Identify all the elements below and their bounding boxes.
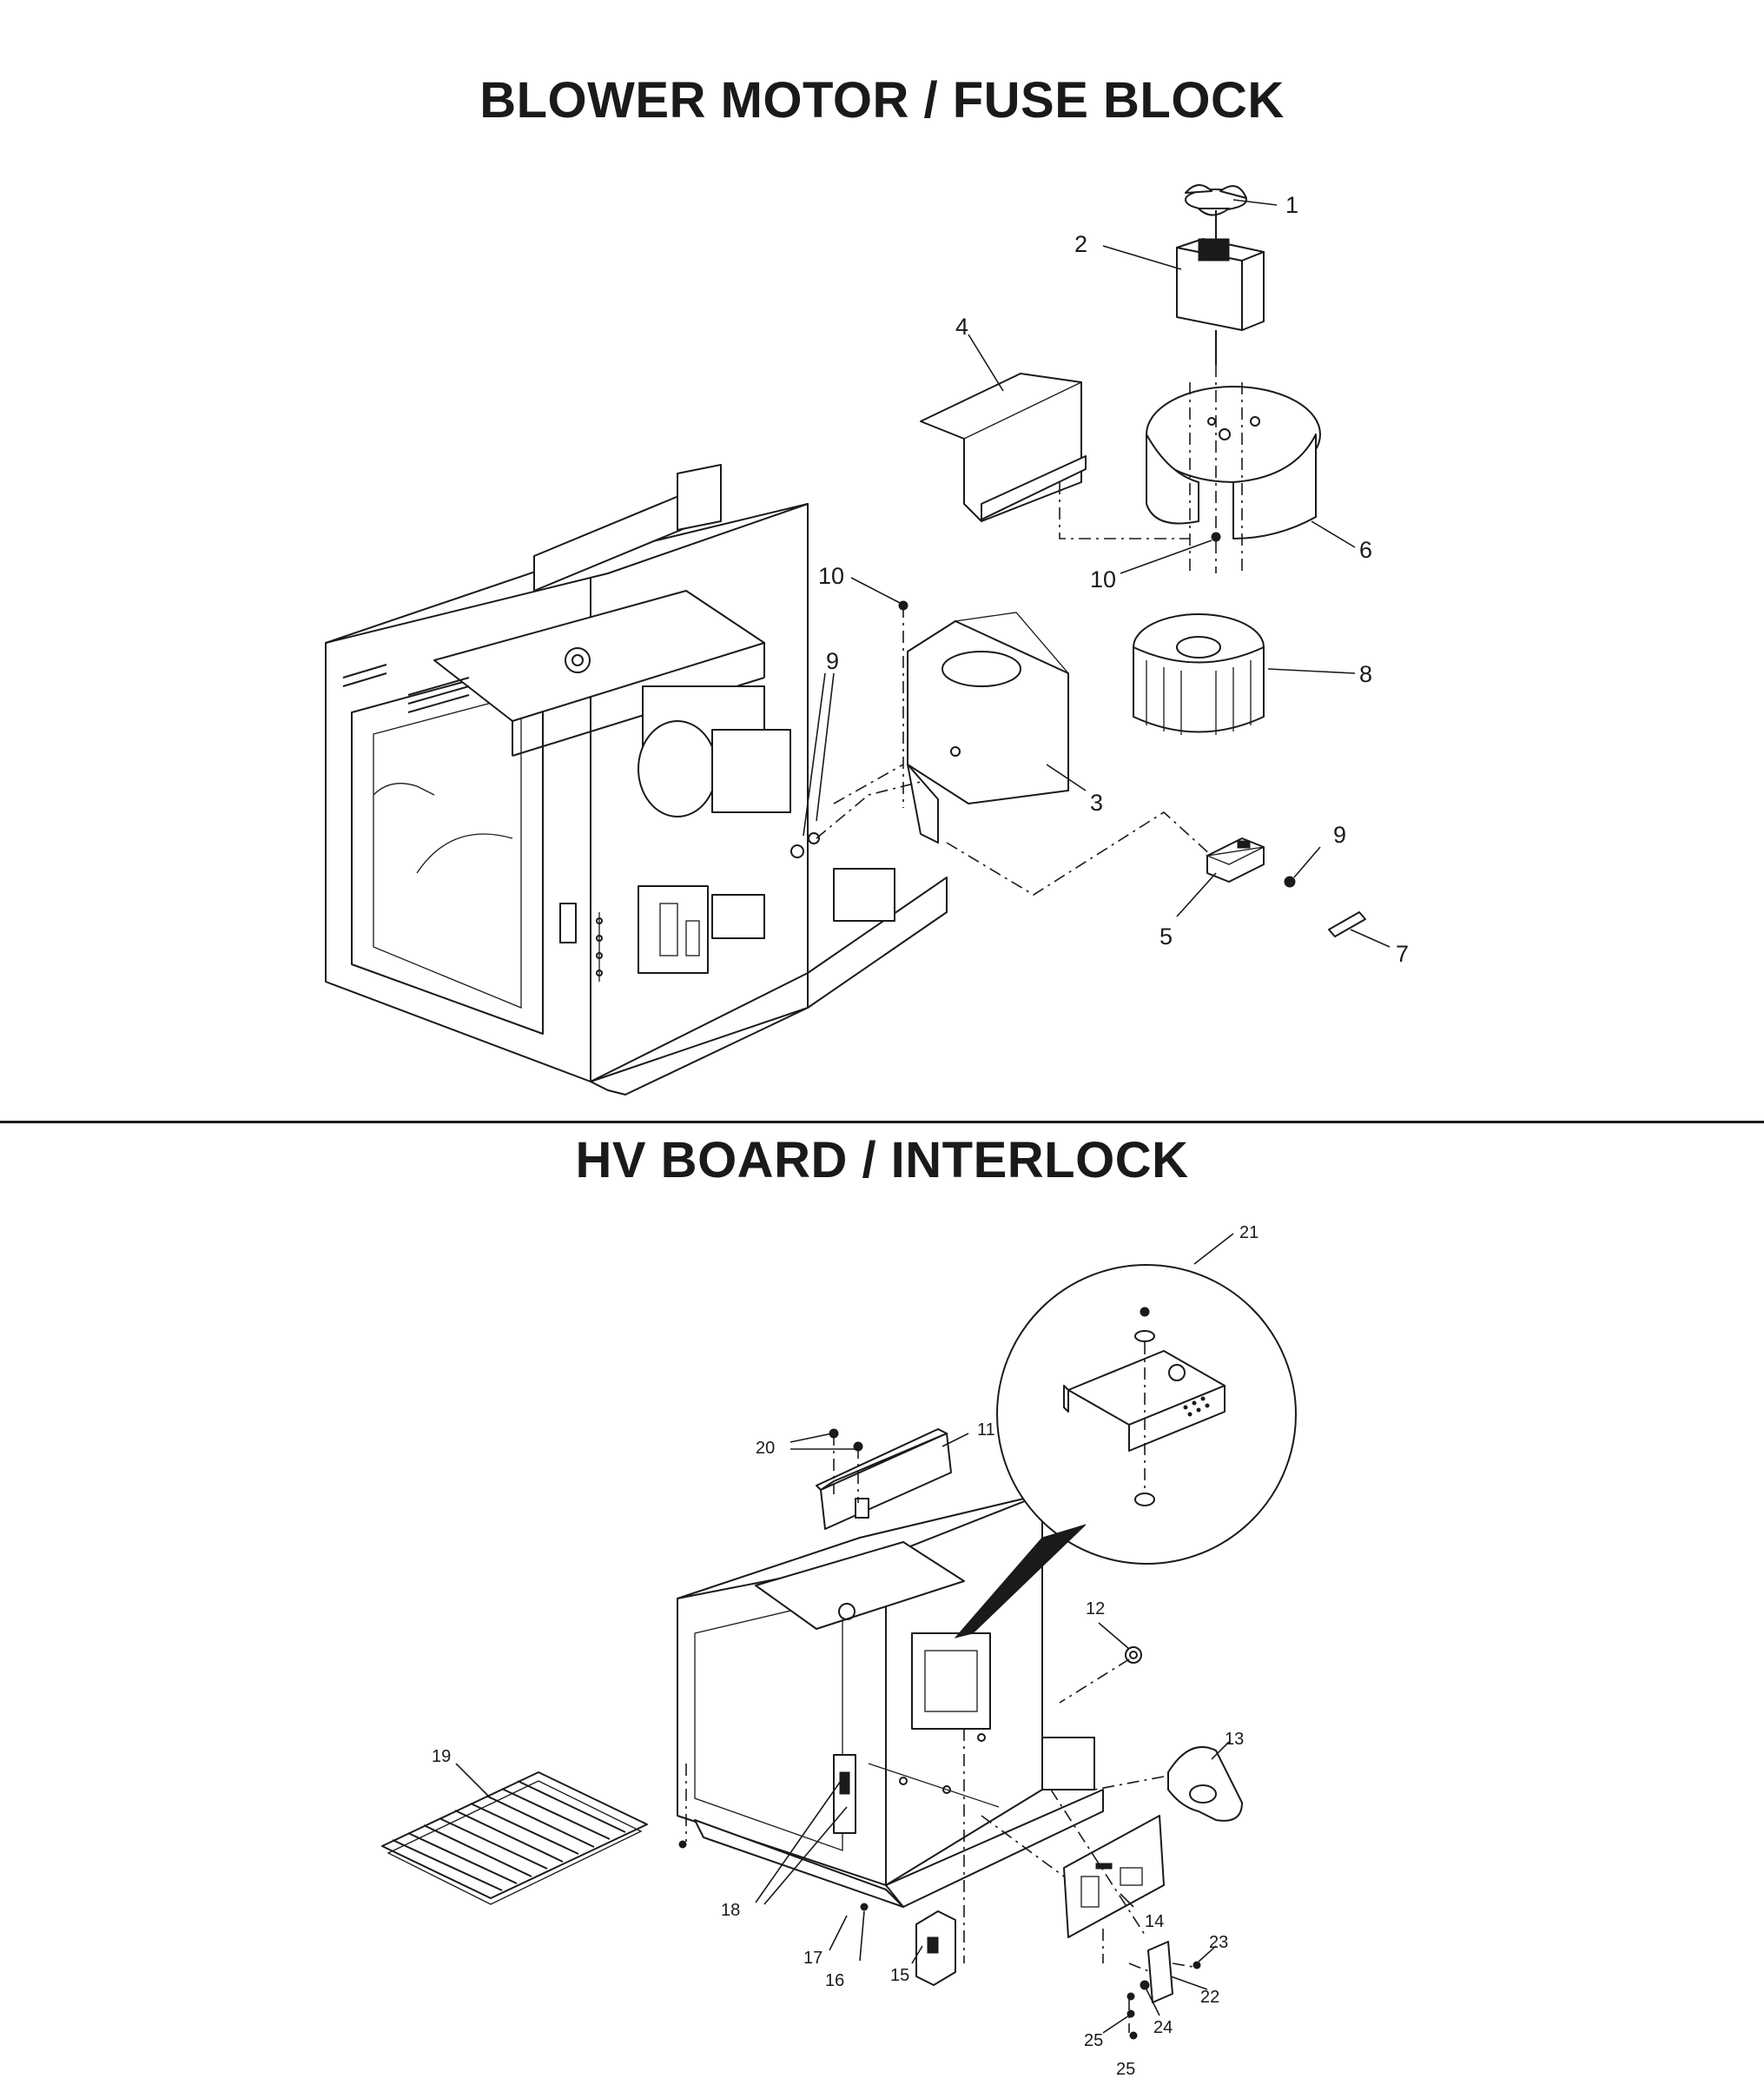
callout-4: 4 <box>955 314 968 340</box>
blower-scroll <box>1146 386 1321 539</box>
callout-10a: 10 <box>818 563 844 589</box>
callout-19: 19 <box>432 1747 451 1766</box>
callout-18: 18 <box>721 1901 740 1920</box>
callout-12: 12 <box>1086 1599 1105 1618</box>
callout-15: 15 <box>890 1966 909 1985</box>
detail-view-circle <box>954 1264 1297 1638</box>
fuse <box>1328 911 1366 937</box>
callout-25a: 25 <box>1084 2031 1103 2050</box>
callout-3: 3 <box>1090 790 1103 816</box>
callout-9a: 9 <box>826 648 839 674</box>
oven-rack <box>381 1771 648 1905</box>
blower-wheel <box>1133 613 1265 735</box>
fuse-block <box>1205 837 1265 883</box>
callout-5: 5 <box>1159 923 1173 950</box>
callout-14: 14 <box>1145 1912 1164 1931</box>
switch-bracket <box>1147 1941 1173 2003</box>
screw <box>678 1840 687 1849</box>
oven-chassis-bottom <box>677 1493 1104 1908</box>
screw-23 <box>1193 1961 1201 1969</box>
callout-2: 2 <box>1074 231 1087 257</box>
callout-23: 23 <box>1209 1933 1228 1952</box>
fan-blade <box>1185 184 1247 239</box>
callout-16: 16 <box>825 1971 844 1990</box>
screw-25 <box>1129 2031 1138 2040</box>
section-title-hv-board: HV BOARD / INTERLOCK <box>575 1132 1189 1188</box>
blower-housing <box>907 612 1069 844</box>
blower-motor <box>1176 238 1265 365</box>
section-divider <box>0 1121 1764 1123</box>
callouts-bottom: 21 20 11 12 13 19 18 14 17 16 15 23 22 2… <box>432 1223 1259 2079</box>
top-bracket <box>816 1428 952 1530</box>
screw-16 <box>860 1903 869 1911</box>
callout-10b: 10 <box>1090 566 1116 592</box>
callout-21: 21 <box>1239 1223 1259 1242</box>
callout-13: 13 <box>1225 1730 1244 1749</box>
callout-25b: 25 <box>1116 2060 1135 2079</box>
duct-cover <box>920 373 1087 522</box>
callouts-top: 1 2 4 6 10 10 8 9 3 9 5 7 <box>818 192 1409 967</box>
screw-12 <box>1125 1646 1142 1664</box>
callout-9b: 9 <box>1333 822 1346 848</box>
callout-20: 20 <box>756 1439 775 1458</box>
interlock-switch <box>915 1910 956 1986</box>
control-board <box>1063 1815 1165 1938</box>
assembly-lines-top <box>816 365 1243 896</box>
oven-chassis-top <box>325 464 948 1095</box>
callout-6: 6 <box>1359 537 1372 563</box>
screw-24 <box>1140 1980 1150 1990</box>
callout-7: 7 <box>1396 941 1409 967</box>
callout-22: 22 <box>1200 1988 1219 2007</box>
air-shroud <box>1167 1746 1243 1822</box>
leader-lines-top <box>803 199 1391 948</box>
leader-lines-bottom <box>455 1233 1234 2034</box>
callout-11: 11 <box>977 1420 995 1440</box>
callout-24: 24 <box>1153 2018 1173 2037</box>
screw <box>1284 876 1296 888</box>
callout-1: 1 <box>1285 192 1298 218</box>
section-title-blower-motor: BLOWER MOTOR / FUSE BLOCK <box>479 72 1285 129</box>
callout-17: 17 <box>803 1949 823 1968</box>
callout-8: 8 <box>1359 661 1372 687</box>
